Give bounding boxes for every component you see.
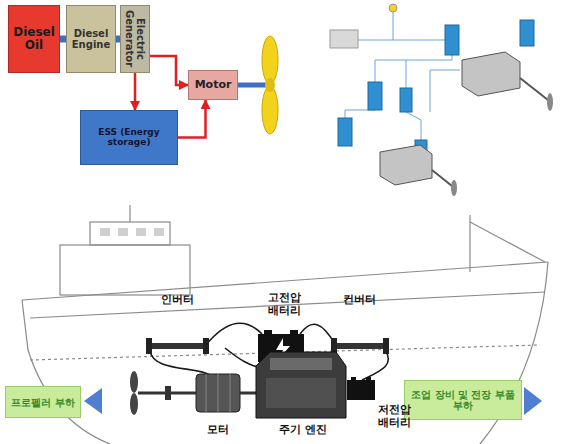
connector [134,73,137,110]
wire [393,12,452,40]
window [154,228,164,236]
ship-outline [22,205,548,444]
battery-terminal [264,330,272,335]
inverter-flange [146,338,152,354]
converter-symbol [335,343,385,349]
load-arrow [84,388,102,414]
rigging [470,222,545,262]
switchboard-cabinet [520,20,534,46]
propeller-blade [262,86,278,134]
shore-connection [389,4,397,12]
mast [129,205,130,222]
coupling [165,386,171,400]
wire [430,70,460,112]
battery-cabinet [400,88,412,112]
wire [205,323,262,346]
deck-line [30,292,545,318]
window [136,228,146,236]
battery-terminal [351,377,356,381]
wire [358,40,393,41]
shaft [432,170,452,186]
generator-set [462,52,520,96]
motor-symbol [196,374,240,412]
inverter-symbol [150,343,205,349]
part-label: 고전압 배터리 [262,292,306,317]
converter-cabinet [368,82,382,110]
propeller-blade [262,36,278,84]
part-label: 주기 엔진 [268,424,338,437]
window [100,228,110,236]
battery-symbol [347,380,375,400]
engine-box: Diesel Engine [66,5,116,73]
propeller-hub [265,78,275,92]
shaft [520,78,548,100]
generator-box: Electric Generator [120,5,150,73]
motor-box: Motor [188,70,238,100]
mast [469,215,470,272]
motor-rib [206,374,207,412]
wire [300,324,335,344]
wheelhouse [90,222,170,245]
system-wiring [345,12,460,150]
shaft [240,392,256,395]
fuel-box: Diesel Oil [8,5,60,73]
node-text: 조업 장비 및 전장 부품 부하 [407,389,519,411]
switchboard-cabinet [445,25,459,55]
propeller-blade [130,393,138,415]
node-text: Diesel Engine [69,28,113,50]
converter-cabinet [338,118,352,146]
node-text: Diesel Oil [11,26,57,52]
part-label: 저전압 배터리 [372,404,416,429]
battery-terminal [290,330,298,335]
engine-block [266,378,336,408]
window [118,228,128,236]
motor-rib [230,374,231,412]
propeller-blade [130,371,138,393]
part-label: 모터 [196,424,240,437]
storage-box: ESS (Energy storage) [80,110,178,165]
node-text: ESS (Energy storage) [83,128,175,148]
hull-stern [22,300,110,444]
generator-set [380,145,432,185]
propeller [451,180,457,196]
part-label: 인버터 [152,294,202,307]
inverter-flange [203,338,209,354]
battery-terminal [366,377,371,381]
shaft [238,83,266,88]
node-text: Electric Generator [124,8,146,70]
load-box: 조업 장비 및 전장 부품 부하 [404,380,522,420]
connector [178,100,206,138]
engine-symbol [256,352,346,418]
wire [150,350,210,375]
connector [150,56,188,85]
node-text: Motor [195,79,232,91]
part-label: 컨버터 [334,294,384,307]
wire [375,55,452,96]
converter-flange [383,338,389,354]
load-arrow [524,387,542,415]
motor-rib [218,374,219,412]
node-text: 프로펠러 부하 [11,397,74,408]
superstructure [60,245,190,295]
shore-cabinet [330,30,358,48]
wire [362,350,388,380]
engine-head [270,358,332,370]
load-box: 프로펠러 부하 [5,386,81,418]
propeller [547,93,553,111]
